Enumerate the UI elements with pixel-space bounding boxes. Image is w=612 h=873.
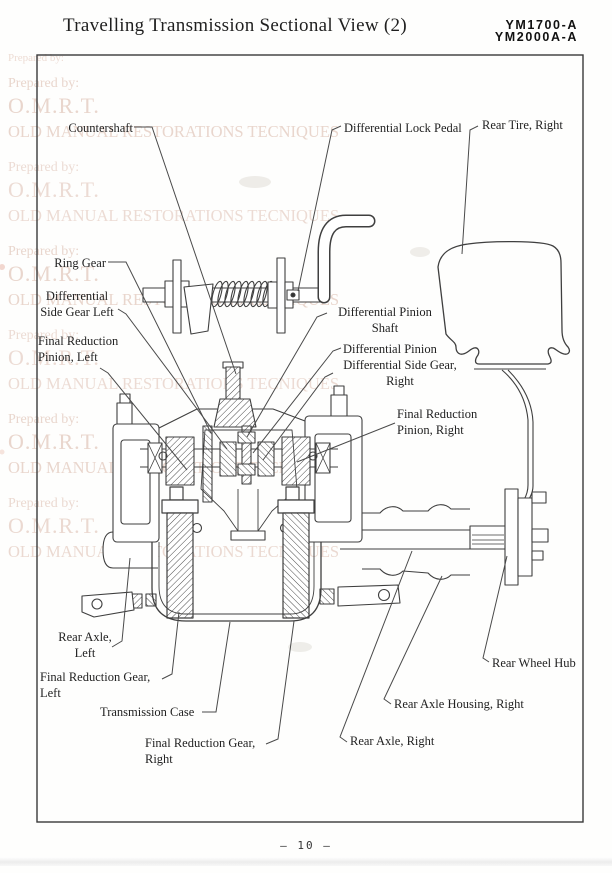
rear-axle-left-drawing xyxy=(81,531,158,618)
leader-diff-pinion xyxy=(252,347,342,454)
page-title: Travelling Transmission Sectional View (… xyxy=(63,15,407,36)
label-rear-axle-left: Rear Axle, Left xyxy=(58,630,112,660)
leader-final-red-gear-left xyxy=(161,611,180,680)
scan-artifacts xyxy=(0,176,430,652)
spring-coil xyxy=(211,280,274,308)
page-number: — 10 — xyxy=(280,839,332,852)
watermark-block: Prepared by: O.M.R.T. OLD MANUAL RESTORA… xyxy=(8,328,340,393)
label-differential-lock-pedal: Differential Lock Pedal xyxy=(344,121,462,135)
label-differential-side-gear-right: Differential Side Gear, Right xyxy=(343,358,457,388)
leader-diff-side-gear-right xyxy=(262,372,334,461)
final-reduction-gears-drawing xyxy=(161,486,315,619)
label-transmission-case: Transmission Case xyxy=(100,705,195,719)
right-mount-bracket xyxy=(319,584,401,607)
differential-lock-pedal-drawing xyxy=(317,214,376,304)
leader-differential-lock-pedal xyxy=(297,125,342,292)
label-countershaft: Countershaft xyxy=(68,121,133,135)
leader-rear-axle-housing-right xyxy=(383,575,443,705)
gear-train-drawing xyxy=(140,361,338,541)
label-rear-wheel-hub: Rear Wheel Hub xyxy=(492,656,576,670)
leader-rear-axle-right xyxy=(339,550,413,743)
leader-lines xyxy=(99,125,508,745)
label-differential-pinion: Differential Pinion xyxy=(343,342,437,356)
model-code-1: YM1700-A xyxy=(505,18,578,32)
model-code-2: YM2000A-A xyxy=(494,30,578,44)
scan-streak xyxy=(0,857,612,866)
leader-final-red-pinion-left xyxy=(99,367,188,471)
leader-ring-gear xyxy=(108,261,212,434)
label-ring-gear: Ring Gear xyxy=(54,256,106,270)
label-rear-axle-housing-right: Rear Axle Housing, Right xyxy=(394,697,524,711)
leader-rear-axle-left xyxy=(111,557,131,648)
leader-final-red-gear-right xyxy=(265,620,295,745)
label-rear-axle-right: Rear Axle, Right xyxy=(350,734,435,748)
model-codes: YM1700-A YM2000A-A xyxy=(494,18,578,44)
label-final-reduction-gear-left: Final Reduction Gear, Left xyxy=(40,670,151,700)
rear-tire-drawing xyxy=(437,240,571,370)
leader-transmission-case xyxy=(202,621,231,713)
leader-diff-pinion-shaft xyxy=(246,312,328,438)
countershaft-assembly-drawing xyxy=(142,257,322,335)
rear-wheel-hub-drawing xyxy=(504,488,549,586)
transmission-case-drawing xyxy=(151,542,322,622)
leader-rear-tire xyxy=(461,125,479,255)
label-final-reduction-pinion-right: Final Reduction Pinion, Right xyxy=(397,407,478,437)
leader-final-red-pinion-right xyxy=(296,422,396,463)
label-differential-side-gear-left: Differrential Side Gear Left xyxy=(40,289,114,319)
label-differential-pinion-shaft: Differential Pinion Shaft xyxy=(338,305,432,335)
leader-rear-wheel-hub xyxy=(482,555,508,663)
rear-axle-housing-drawing xyxy=(340,504,507,580)
leader-countershaft xyxy=(134,126,237,375)
label-rear-tire-right: Rear Tire, Right xyxy=(482,118,563,132)
figure-border xyxy=(36,54,584,823)
watermark-block: Prepared by: O.M.R.T. OLD MANUAL RESTORA… xyxy=(8,76,340,141)
label-final-reduction-pinion-left: Final Reduction Pinion, Left xyxy=(38,334,119,364)
watermark-block: Prepared by: O.M.R.T. OLD MANUAL RESTORA… xyxy=(8,160,340,225)
leader-diff-side-gear-left xyxy=(117,308,228,450)
label-final-reduction-gear-right: Final Reduction Gear, Right xyxy=(145,736,256,766)
